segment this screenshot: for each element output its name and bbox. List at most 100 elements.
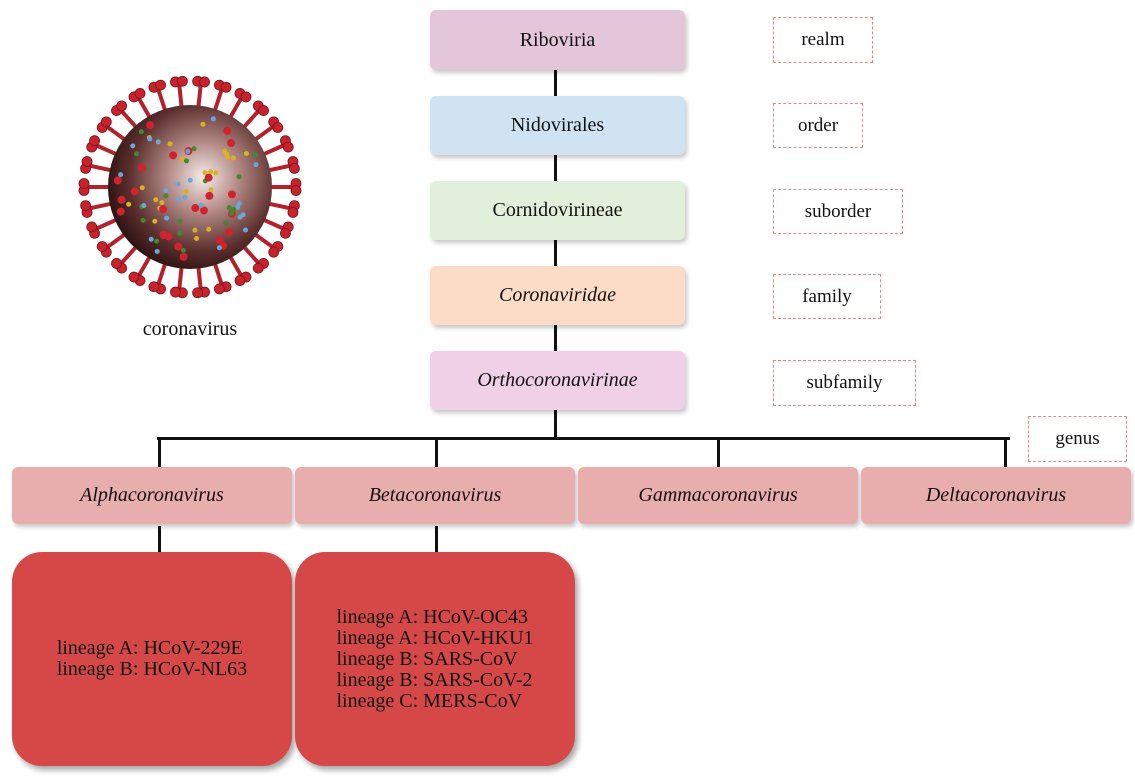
surface-particle (167, 141, 173, 147)
spike-head (199, 76, 210, 88)
spike-head (240, 91, 252, 103)
taxon-suborder: Cornidovirineae (430, 181, 685, 240)
spike-head (258, 105, 269, 116)
surface-particle (210, 116, 216, 122)
surface-particle (225, 228, 234, 237)
spike-head (86, 221, 98, 233)
branch-beta (435, 437, 438, 467)
surface-particle (133, 151, 139, 157)
spike-stalk (137, 253, 153, 277)
connector-order-suborder (554, 155, 557, 181)
connector-family-subfamily (554, 325, 557, 351)
taxon-realm: Riboviria (430, 10, 685, 70)
lineage-item: lineage A: HCoV-OC43 (336, 605, 528, 628)
surface-particle (206, 226, 212, 232)
branch-alpha (158, 437, 161, 467)
surface-particle (208, 187, 214, 193)
surface-particle (243, 227, 249, 233)
connector-alpha-lineages (158, 526, 161, 552)
surface-particle (146, 121, 155, 130)
spike-stalk (260, 143, 284, 158)
surface-particle (231, 206, 237, 212)
lineages-betacoronavirus: lineage A: HCoV-OC43 lineage A: HCoV-HKU… (295, 552, 575, 766)
surface-particle (163, 187, 169, 193)
genus-gammacoronavirus: Gammacoronavirus (578, 467, 858, 524)
rank-realm: realm (773, 17, 873, 63)
surface-particle (199, 206, 208, 215)
connector-beta-lineages (435, 526, 438, 552)
lineage-item: lineage B: HCoV-NL63 (56, 658, 248, 680)
spike-stalk (260, 216, 284, 231)
spike-head (252, 262, 264, 274)
surface-particle (225, 155, 231, 161)
surface-particle (191, 204, 200, 213)
genus-branch-line (157, 437, 1010, 440)
lineage-item: lineage A: HCoV-229E (56, 637, 243, 659)
spike-head (234, 275, 246, 286)
spike-head (287, 207, 299, 218)
spike-head (220, 81, 232, 93)
surface-particle (200, 121, 206, 127)
rank-suborder: suborder (773, 189, 903, 234)
surface-particle (116, 207, 125, 216)
surface-particle (185, 148, 191, 154)
lineages-alphacoronavirus: lineage A: HCoV-229E lineage B: HCoV-NL6… (12, 552, 292, 766)
surface-particle (164, 232, 173, 241)
surface-particle (154, 248, 160, 254)
surface-particle (141, 202, 147, 208)
surface-particle (216, 245, 222, 251)
spike-head (214, 283, 225, 295)
surface-particle (159, 205, 168, 214)
surface-particle (243, 150, 249, 156)
surface-particle (182, 194, 188, 200)
surface-particle (192, 227, 198, 233)
coronavirus-illustration (78, 75, 302, 299)
surface-particle (187, 177, 193, 183)
surface-particle (153, 197, 159, 203)
surface-particle (237, 214, 243, 220)
spike-head (111, 258, 122, 269)
genus-betacoronavirus: Betacoronavirus (295, 467, 575, 524)
surface-particle (152, 218, 158, 224)
surface-particle (215, 236, 224, 245)
surface-particle (163, 193, 169, 199)
surface-particle (198, 202, 204, 208)
surface-particle (174, 242, 183, 251)
spike-head (289, 162, 300, 174)
surface-particle (213, 170, 219, 176)
surface-particle (205, 191, 214, 200)
spike-head (128, 271, 140, 283)
surface-particle (253, 162, 259, 168)
surface-particle (252, 152, 258, 158)
surface-particle (226, 205, 232, 211)
connector-realm-order (554, 70, 557, 96)
surface-particle (130, 187, 139, 196)
surface-particle (227, 139, 236, 148)
surface-particle (139, 185, 145, 191)
surface-particle (164, 215, 170, 221)
spike-head (155, 79, 166, 91)
rank-subfamily: subfamily (773, 360, 916, 406)
spike-stalk (106, 125, 129, 143)
surface-particle (177, 230, 183, 236)
surface-particle (140, 217, 146, 223)
taxon-order: Nidovirales (430, 96, 685, 155)
surface-particle (179, 252, 188, 261)
surface-particle (223, 126, 232, 135)
surface-particle (137, 163, 146, 172)
surface-particle (183, 189, 189, 195)
surface-particle (230, 155, 236, 161)
genus-deltacoronavirus: Deltacoronavirus (861, 467, 1131, 524)
spike-head (81, 156, 93, 167)
lineage-item: lineage C: MERS-CoV (336, 689, 523, 712)
illustration-caption: coronavirus (142, 318, 238, 340)
surface-particle (154, 238, 160, 244)
surface-particle (227, 190, 236, 199)
surface-particle (180, 247, 186, 253)
surface-particle (191, 146, 197, 152)
surface-particle (208, 169, 214, 175)
surface-particle (179, 156, 185, 162)
spike-head (96, 241, 108, 252)
surface-particle (235, 204, 241, 210)
spike-head (134, 88, 146, 99)
